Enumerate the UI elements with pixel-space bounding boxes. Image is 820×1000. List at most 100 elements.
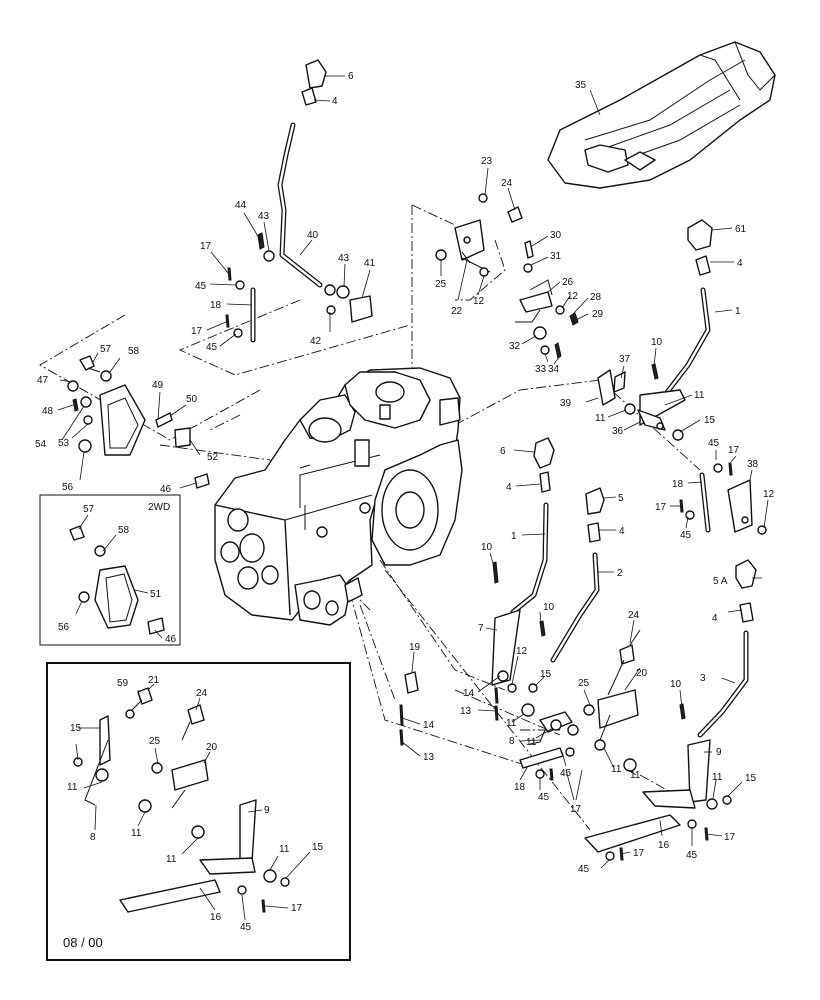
label-4: 4 xyxy=(332,96,338,107)
label-17: 17 xyxy=(191,326,203,337)
label-47: 47 xyxy=(37,375,49,386)
label-13: 13 xyxy=(423,752,435,763)
label-18: 18 xyxy=(672,479,684,490)
range-lever-assembly xyxy=(225,59,373,343)
label-12: 12 xyxy=(567,291,579,302)
label-48: 48 xyxy=(42,406,54,417)
label-17: 17 xyxy=(728,445,740,456)
label-2: 2 xyxy=(617,568,623,579)
label-11: 11 xyxy=(712,772,723,783)
label-1: 1 xyxy=(511,531,517,542)
label-58: 58 xyxy=(128,346,140,357)
label-11: 11 xyxy=(279,844,290,855)
shuttle-lever-assembly xyxy=(597,219,767,535)
label-17: 17 xyxy=(633,848,645,859)
label-14: 14 xyxy=(463,688,475,699)
label-11: 11 xyxy=(595,413,606,424)
label-20: 20 xyxy=(636,668,648,679)
label-52: 52 xyxy=(207,452,219,463)
label-6: 6 xyxy=(348,71,354,82)
upper-bracket-assembly xyxy=(435,193,579,359)
label-8: 8 xyxy=(90,832,96,843)
label-17: 17 xyxy=(570,804,582,815)
label-9: 9 xyxy=(716,747,722,758)
label-12: 12 xyxy=(516,646,528,657)
label-18: 18 xyxy=(514,782,526,793)
label-43: 43 xyxy=(258,211,270,222)
label-34: 34 xyxy=(548,364,560,375)
label-45: 45 xyxy=(708,438,720,449)
label-29: 29 xyxy=(592,309,604,320)
label-31: 31 xyxy=(550,251,562,262)
label-25: 25 xyxy=(149,736,161,747)
label-1: 1 xyxy=(735,306,741,317)
box-2wd xyxy=(39,494,181,646)
label-39: 39 xyxy=(560,398,572,409)
label-14: 14 xyxy=(423,720,435,731)
label-43: 43 xyxy=(338,253,350,264)
label-18: 18 xyxy=(210,300,222,311)
label-11: 11 xyxy=(526,737,537,748)
label-25: 25 xyxy=(435,279,447,290)
label-11: 11 xyxy=(630,770,641,781)
label-17: 17 xyxy=(724,832,736,843)
label-45: 45 xyxy=(560,768,572,779)
label-41: 41 xyxy=(364,258,376,269)
label-20: 20 xyxy=(206,742,218,753)
label-45: 45 xyxy=(206,342,218,353)
label-15: 15 xyxy=(704,415,716,426)
transmission-housing xyxy=(214,367,463,626)
label-24: 24 xyxy=(501,178,513,189)
label-10: 10 xyxy=(670,679,682,690)
grip-4 xyxy=(301,87,317,106)
label-45: 45 xyxy=(686,850,698,861)
label-21: 21 xyxy=(148,675,160,686)
label-11: 11 xyxy=(611,764,622,775)
label-12: 12 xyxy=(763,489,775,500)
left-cover-assembly xyxy=(67,355,210,489)
seat-pan-35 xyxy=(547,41,776,189)
mid-lever-assembly xyxy=(399,437,605,746)
label-4: 4 xyxy=(619,526,625,537)
label-61: 61 xyxy=(735,224,747,235)
label-45: 45 xyxy=(538,792,550,803)
label-3: 3 xyxy=(700,673,706,684)
label-11: 11 xyxy=(67,782,78,793)
label-53: 53 xyxy=(58,438,70,449)
label-30: 30 xyxy=(550,230,562,241)
label-8: 8 xyxy=(509,736,515,747)
label-15: 15 xyxy=(312,842,324,853)
label-9: 9 xyxy=(264,805,270,816)
label-56: 56 xyxy=(62,482,74,493)
label-35: 35 xyxy=(575,80,587,91)
label-40: 40 xyxy=(307,230,319,241)
label-24: 24 xyxy=(628,610,640,621)
label-45: 45 xyxy=(240,922,252,933)
label-25: 25 xyxy=(578,678,590,689)
label-58: 58 xyxy=(118,525,130,536)
label-45: 45 xyxy=(578,864,590,875)
label-16: 16 xyxy=(210,912,222,923)
reference-lines xyxy=(39,204,701,831)
label-11: 11 xyxy=(506,718,517,729)
label-42: 42 xyxy=(310,336,322,347)
label-16: 16 xyxy=(658,840,670,851)
label-50: 50 xyxy=(186,394,198,405)
label-23: 23 xyxy=(481,156,493,167)
label-15: 15 xyxy=(70,723,82,734)
label-57: 57 xyxy=(83,504,95,515)
label-38: 38 xyxy=(747,459,759,470)
label-4: 4 xyxy=(712,613,718,624)
label-12: 12 xyxy=(473,296,485,307)
label-4: 4 xyxy=(506,482,512,493)
label-17: 17 xyxy=(655,502,667,513)
label-46: 46 xyxy=(160,484,172,495)
label-13: 13 xyxy=(460,706,472,717)
label-6: 6 xyxy=(500,446,506,457)
label-10: 10 xyxy=(651,337,663,348)
label-33: 33 xyxy=(535,364,547,375)
label-15: 15 xyxy=(745,773,757,784)
label-5: 5 xyxy=(618,493,624,504)
right-link-assembly xyxy=(519,629,641,781)
